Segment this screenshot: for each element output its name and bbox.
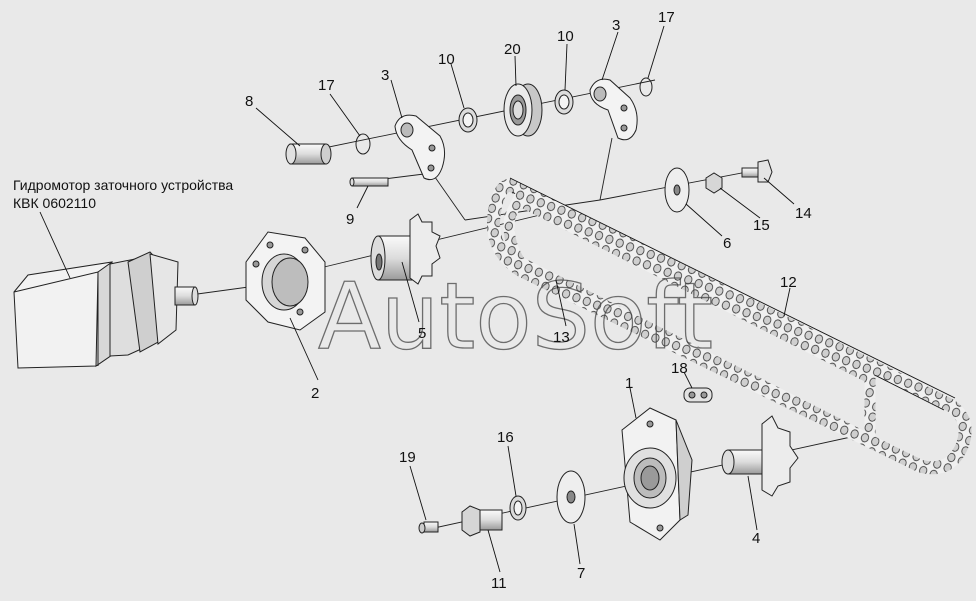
callout-5: 5 bbox=[418, 325, 426, 342]
callout-19: 19 bbox=[399, 449, 416, 466]
plate-part-3-left bbox=[394, 114, 446, 181]
bolt-part-14 bbox=[741, 159, 773, 183]
pin-part-8 bbox=[285, 143, 332, 165]
spacer-ring-part-10-right bbox=[554, 89, 574, 115]
callout-7: 7 bbox=[577, 565, 585, 582]
callout-10-right: 10 bbox=[557, 28, 574, 45]
callout-20: 20 bbox=[504, 41, 521, 58]
callout-11: 11 bbox=[491, 575, 507, 592]
callout-15: 15 bbox=[753, 217, 770, 234]
ring-part-16 bbox=[509, 495, 527, 521]
callout-18: 18 bbox=[671, 360, 688, 377]
roller-chain-part-13 bbox=[503, 192, 876, 449]
retaining-ring-part-17-left bbox=[355, 133, 371, 155]
callout-17-left: 17 bbox=[318, 77, 335, 94]
watermark-text: AutoSoft bbox=[318, 263, 713, 370]
callout-2: 2 bbox=[311, 385, 319, 402]
callout-3-left: 3 bbox=[381, 67, 389, 84]
fitting-part-11 bbox=[461, 505, 503, 537]
caption-line2: КВК 0602110 bbox=[13, 195, 96, 211]
callout-14: 14 bbox=[795, 205, 812, 222]
plate-part-3-right bbox=[589, 78, 638, 141]
washer-part-6 bbox=[664, 167, 690, 213]
hydraulic-motor-caption: Гидромотор заточного устройства КВК 0602… bbox=[13, 177, 233, 211]
bearing-housing-part-1 bbox=[621, 407, 693, 541]
callout-numbers: 1 2 3 3 4 5 6 7 8 9 10 10 11 12 13 14 15… bbox=[245, 9, 812, 592]
spacer-ring-part-10-left bbox=[458, 107, 478, 133]
callout-9: 9 bbox=[346, 211, 354, 228]
retaining-ring-part-17-right bbox=[639, 77, 653, 97]
bearing-part-20 bbox=[503, 83, 543, 137]
nut-part-15 bbox=[705, 172, 723, 194]
leader-lines bbox=[39, 25, 795, 573]
flange-part-2 bbox=[245, 231, 326, 331]
hydraulic-motor bbox=[13, 251, 199, 369]
callout-10-left: 10 bbox=[438, 51, 455, 68]
callout-16: 16 bbox=[497, 429, 514, 446]
callout-8: 8 bbox=[245, 93, 253, 110]
callout-13: 13 bbox=[553, 329, 570, 346]
callout-1: 1 bbox=[625, 375, 633, 392]
callout-3-right: 3 bbox=[612, 17, 620, 34]
pin-part-9 bbox=[349, 177, 389, 187]
callout-4: 4 bbox=[752, 530, 760, 547]
callout-17-right: 17 bbox=[658, 9, 675, 26]
washer-part-7 bbox=[556, 470, 586, 524]
caption-line1: Гидромотор заточного устройства bbox=[13, 177, 233, 193]
callout-12: 12 bbox=[780, 274, 797, 291]
drive-sprocket-part-5 bbox=[370, 213, 441, 285]
grease-nipple-part-19 bbox=[418, 521, 439, 534]
chain-link-part-18 bbox=[683, 387, 713, 403]
driven-sprocket-part-4 bbox=[721, 415, 799, 497]
callout-6: 6 bbox=[723, 235, 731, 252]
